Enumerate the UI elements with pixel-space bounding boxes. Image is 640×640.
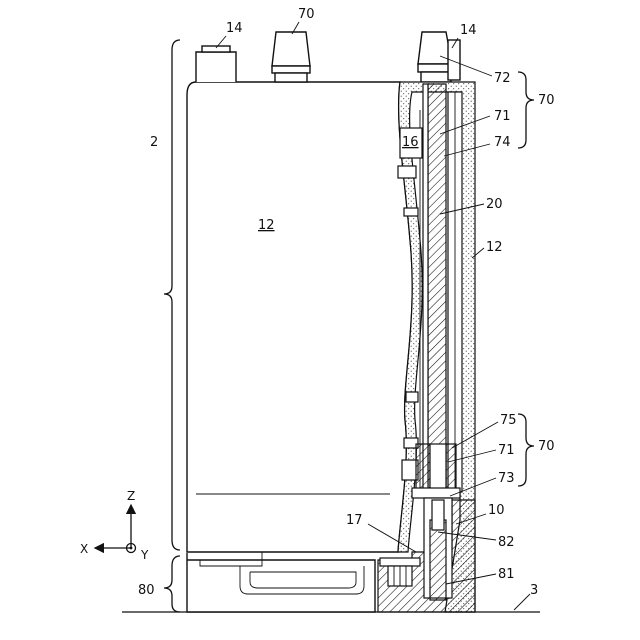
axis-label-z: Z bbox=[127, 489, 135, 503]
label-14-right: 14 bbox=[460, 23, 477, 38]
label-20: 20 bbox=[486, 197, 503, 212]
label-72: 72 bbox=[494, 71, 511, 86]
housing-12 bbox=[187, 82, 412, 552]
label-12-left: 12 bbox=[258, 218, 275, 233]
brace-70-upper bbox=[518, 72, 534, 148]
cylinder-20 bbox=[420, 84, 446, 494]
terminal-14-left bbox=[196, 46, 236, 82]
label-81: 81 bbox=[498, 567, 515, 582]
base-80 bbox=[187, 552, 375, 612]
brace-70-lower bbox=[518, 414, 534, 486]
label-2: 2 bbox=[150, 135, 158, 150]
label-3: 3 bbox=[530, 583, 538, 598]
nozzle-72-right bbox=[418, 32, 460, 82]
coordinate-axes: Z X Y bbox=[80, 489, 149, 562]
axis-label-x: X bbox=[80, 542, 88, 556]
label-70-top: 70 bbox=[298, 7, 315, 22]
lower-assembly bbox=[412, 444, 460, 498]
label-10: 10 bbox=[488, 503, 505, 518]
label-14-left: 14 bbox=[226, 21, 243, 36]
label-17: 17 bbox=[346, 513, 363, 528]
nozzle-70-top bbox=[272, 32, 310, 82]
brace-2 bbox=[164, 40, 180, 550]
label-73: 73 bbox=[498, 471, 515, 486]
label-71-lower: 71 bbox=[498, 443, 515, 458]
label-70-right-lower: 70 bbox=[538, 439, 555, 454]
label-16: 16 bbox=[402, 135, 419, 150]
brace-80 bbox=[164, 556, 180, 612]
label-82: 82 bbox=[498, 535, 515, 550]
label-70-right-upper: 70 bbox=[538, 93, 555, 108]
axis-label-y: Y bbox=[140, 548, 149, 562]
label-75: 75 bbox=[500, 413, 517, 428]
label-12-right: 12 bbox=[486, 240, 503, 255]
label-74: 74 bbox=[494, 135, 511, 150]
label-71-upper: 71 bbox=[494, 109, 511, 124]
label-80: 80 bbox=[138, 583, 155, 598]
